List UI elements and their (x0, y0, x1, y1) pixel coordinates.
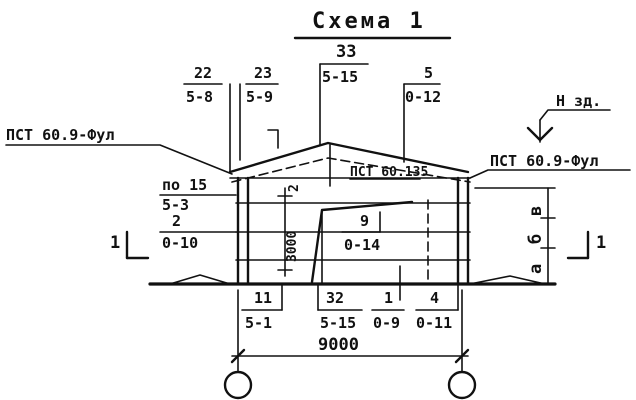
callout-33: 33 5-15 (319, 42, 369, 146)
axis-bubble-right (447, 370, 477, 400)
callout-5: 5 0-12 (403, 64, 441, 163)
callout-9: 9 0-14 (341, 211, 381, 254)
ridge-panel-label: ПСТ 60.135 (350, 165, 428, 180)
callout-num: 11 (254, 289, 272, 307)
callout-ref: 5-8 (186, 88, 213, 106)
callout-num: 2 (172, 212, 181, 230)
section-mark-right: 1 (566, 230, 606, 260)
callout-ref: 0-10 (162, 234, 198, 252)
span-dim-tick-left (230, 348, 246, 364)
small-dim-value: 2 (287, 184, 302, 192)
span-dim-tick-right (454, 348, 470, 364)
callout-23: 23 5-9 (239, 64, 279, 161)
callout-2: 2 0-10 (159, 212, 237, 252)
level-marker-label: Н зд. (556, 92, 601, 110)
panel-label-left: ПСТ 60.9-Фул (6, 126, 114, 144)
callout-num: 4 (430, 289, 439, 307)
callout-ref: 5-15 (322, 68, 358, 86)
callout-ref: 5-9 (246, 88, 273, 106)
callout-num: 1 (384, 289, 393, 307)
callout-num: 22 (194, 64, 212, 82)
callout-1: 1 0-9 (371, 289, 405, 332)
panel-label-right: ПСТ 60.9-Фул (490, 152, 598, 170)
callout-po15: по 15 5-3 (159, 176, 237, 214)
callout-num: 5 (424, 64, 433, 82)
callout-num: 32 (326, 289, 344, 307)
callout-ref: 0-14 (344, 236, 380, 254)
callout-32: 32 5-15 (317, 283, 363, 332)
level-leader (539, 109, 611, 121)
roof-outline (228, 141, 470, 174)
callout-num: по 15 (162, 176, 207, 194)
callout-num: 33 (336, 42, 356, 62)
callout-ref: 0-11 (416, 314, 452, 332)
right-dim-b: б (526, 234, 546, 244)
callout-ref: 0-9 (373, 314, 400, 332)
ground-hatch (169, 274, 546, 285)
callout-ref: 5-15 (320, 314, 356, 332)
callout-ref: 5-1 (245, 314, 272, 332)
drawing-title: Схема 1 (312, 9, 426, 34)
callout-ref: 0-12 (405, 88, 441, 106)
section-label-left: 1 (110, 233, 120, 253)
roof-inner-dashed (231, 157, 471, 183)
section-mark-left: 1 (110, 230, 150, 260)
callout-num: 23 (254, 64, 272, 82)
panel-leader-right (469, 169, 631, 179)
span-dim-value: 9000 (318, 335, 359, 355)
panel-leader-left (5, 144, 233, 175)
callout-ref: 5-3 (162, 196, 189, 214)
axis-bubble-left (223, 370, 253, 400)
right-dim-v: в (526, 206, 546, 216)
callout-num: 9 (360, 212, 369, 230)
height-dim-value: 3000 (285, 231, 300, 262)
right-dim-a: а (526, 264, 546, 274)
section-label-right: 1 (596, 233, 606, 253)
callout-22: 22 5-8 (183, 64, 231, 173)
callout-11: 11 5-1 (241, 283, 283, 332)
callout-4: 4 0-11 (415, 283, 459, 332)
